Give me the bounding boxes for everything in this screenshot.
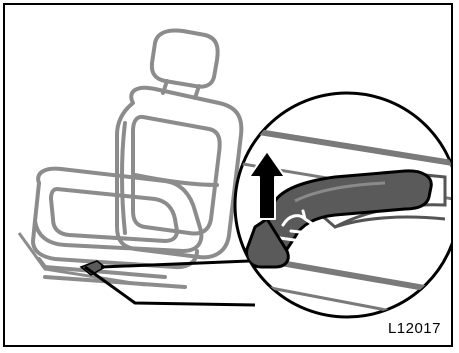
figure-reference-code: L12017 (388, 320, 441, 337)
magnifier-callout (215, 93, 451, 325)
seat-adjust-illustration (5, 5, 451, 345)
car-seat-icon (33, 31, 241, 288)
illustration-frame: L12017 (3, 3, 453, 347)
